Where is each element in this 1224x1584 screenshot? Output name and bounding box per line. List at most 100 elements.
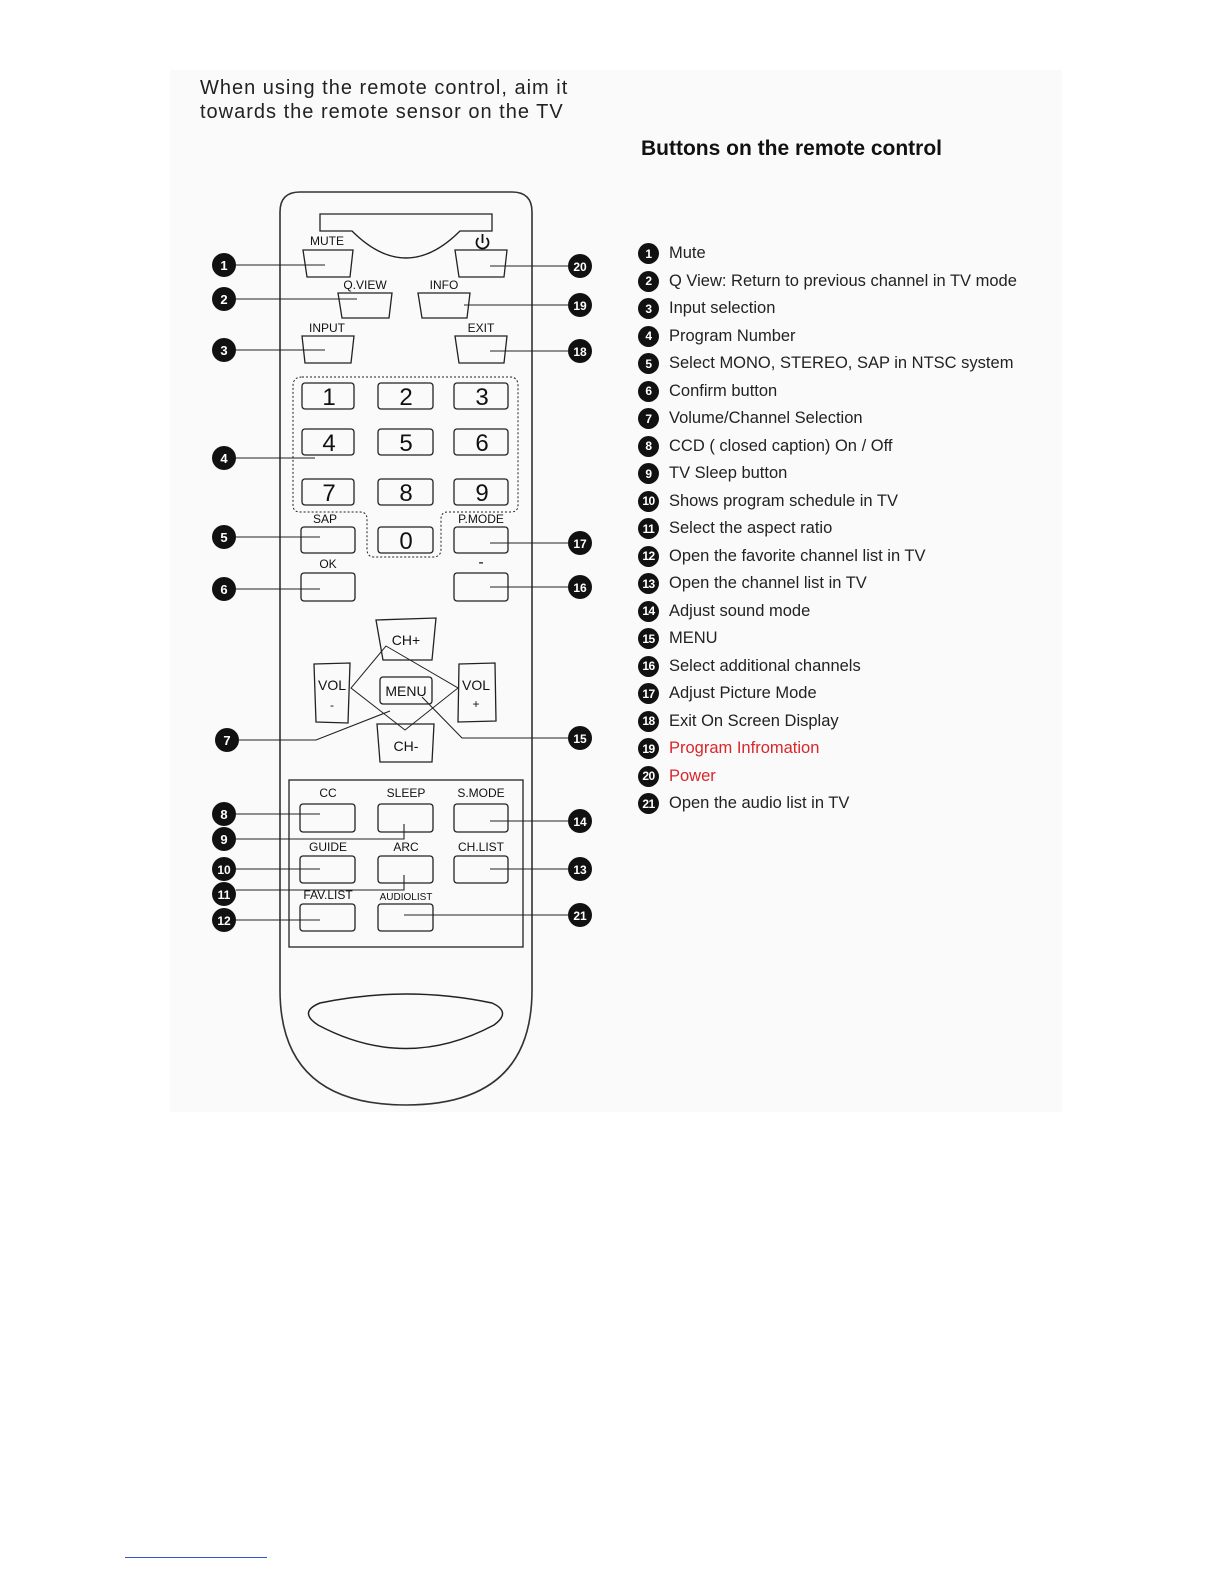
pmode-button[interactable] xyxy=(453,526,509,554)
vol-plus-button[interactable] xyxy=(457,662,497,723)
digit-3: 3 xyxy=(475,384,488,411)
smode-button[interactable] xyxy=(453,803,509,833)
label-ok: OK xyxy=(319,557,336,571)
label-chplus: CH+ xyxy=(392,632,420,648)
sap-button[interactable] xyxy=(300,526,356,554)
callout-20-label: 20 xyxy=(573,260,587,274)
callout-18-label: 18 xyxy=(573,345,587,359)
label-pmode: P.MODE xyxy=(458,512,504,526)
mute-button[interactable] xyxy=(302,249,354,278)
callout-8-label: 8 xyxy=(220,807,227,822)
callout-2: 2 xyxy=(212,287,236,311)
callout-20: 20 xyxy=(568,254,592,278)
label-vol-right: VOL xyxy=(462,677,490,693)
legend-label: Select the aspect ratio xyxy=(669,519,833,538)
vol-minus-button[interactable] xyxy=(313,662,351,724)
label-sleep: SLEEP xyxy=(387,786,426,800)
label-minus: - xyxy=(478,554,483,571)
callout-12-label: 12 xyxy=(217,914,231,928)
label-exit: EXIT xyxy=(468,321,495,335)
power-button[interactable] xyxy=(454,249,508,278)
digit-6: 6 xyxy=(475,430,488,457)
legend-number-badge: 9 xyxy=(638,463,659,485)
label-info: INFO xyxy=(430,278,459,292)
callout-2-label: 2 xyxy=(220,292,227,307)
label-qview: Q.VIEW xyxy=(343,278,387,292)
menu-button[interactable] xyxy=(379,676,433,705)
label-smode: S.MODE xyxy=(457,786,504,800)
callout-5: 5 xyxy=(212,525,236,549)
legend-label: Q View: Return to previous channel in TV… xyxy=(669,271,1017,290)
label-mute: MUTE xyxy=(310,234,344,248)
callout-8: 8 xyxy=(212,802,236,826)
audiolist-button[interactable] xyxy=(377,903,434,932)
function-block xyxy=(288,779,524,948)
callout-12: 12 xyxy=(212,908,236,932)
dpad xyxy=(313,617,497,763)
cc-button[interactable] xyxy=(299,803,356,833)
favlist-button[interactable] xyxy=(299,903,356,932)
legend-number-badge: 11 xyxy=(638,518,659,540)
intro-line-1: When using the remote control, aim it xyxy=(200,77,569,99)
digit-1: 1 xyxy=(322,384,335,411)
legend-label: Power xyxy=(669,766,716,785)
legend-number-badge: 16 xyxy=(638,655,659,677)
legend-label: Confirm button xyxy=(669,381,778,400)
legend-number-badge: 15 xyxy=(638,628,659,650)
label-vol-plus: + xyxy=(472,697,479,711)
callout-badges: 1 2 3 4 5 6 7 8 9 10 11 12 13 14 15 16 1… xyxy=(212,253,592,932)
callout-6-label: 6 xyxy=(220,582,227,597)
legend-label: Program Number xyxy=(669,326,796,345)
label-arc: ARC xyxy=(393,840,419,854)
callout-11-label: 11 xyxy=(218,888,231,902)
legend-number-badge: 20 xyxy=(638,765,659,787)
legend-number-badge: 7 xyxy=(638,408,659,430)
callout-leaders xyxy=(236,264,568,921)
power-icon xyxy=(475,234,490,250)
legend-item-10: 10 Shows program schedule in TV xyxy=(638,488,1058,516)
digit-5: 5 xyxy=(399,430,412,457)
callout-15: 15 xyxy=(568,726,592,750)
legend-label: Shows program schedule in TV xyxy=(669,491,898,510)
label-chlist: CH.LIST xyxy=(458,840,505,854)
callout-1: 1 xyxy=(212,253,236,277)
callout-17-label: 17 xyxy=(573,537,587,551)
legend-number-badge: 14 xyxy=(638,600,659,622)
label-menu: MENU xyxy=(385,683,426,699)
sleep-button[interactable] xyxy=(377,803,434,833)
callout-21: 21 xyxy=(568,903,592,927)
callout-13-label: 13 xyxy=(573,863,587,877)
qview-button[interactable] xyxy=(337,292,393,319)
callout-21-label: 21 xyxy=(573,909,587,923)
legend-label: CCD ( closed caption) On / Off xyxy=(669,436,893,455)
input-button[interactable] xyxy=(301,335,355,364)
callout-5-label: 5 xyxy=(220,530,227,545)
exit-button[interactable] xyxy=(454,335,508,364)
legend-item-20: 20 Power xyxy=(638,763,1058,791)
arc-button[interactable] xyxy=(377,855,434,884)
legend-number-badge: 2 xyxy=(638,270,659,292)
label-vol-minus: - xyxy=(330,698,334,712)
legend-number-badge: 10 xyxy=(638,490,659,512)
grip xyxy=(307,993,504,1050)
ok-button[interactable] xyxy=(300,572,356,602)
digit-buttons[interactable] xyxy=(301,382,509,554)
legend-label: Open the channel list in TV xyxy=(669,574,867,593)
ch-minus-button[interactable] xyxy=(376,723,435,763)
info-button[interactable] xyxy=(417,292,471,319)
callout-17: 17 xyxy=(568,531,592,555)
legend-number-badge: 21 xyxy=(638,793,659,815)
label-vol-left: VOL xyxy=(318,677,346,693)
ch-plus-button[interactable] xyxy=(375,617,437,661)
digit-labels: 1 2 3 4 5 6 7 8 9 0 xyxy=(322,384,488,555)
label-chminus: CH- xyxy=(394,738,419,754)
callout-15-label: 15 xyxy=(573,732,587,746)
